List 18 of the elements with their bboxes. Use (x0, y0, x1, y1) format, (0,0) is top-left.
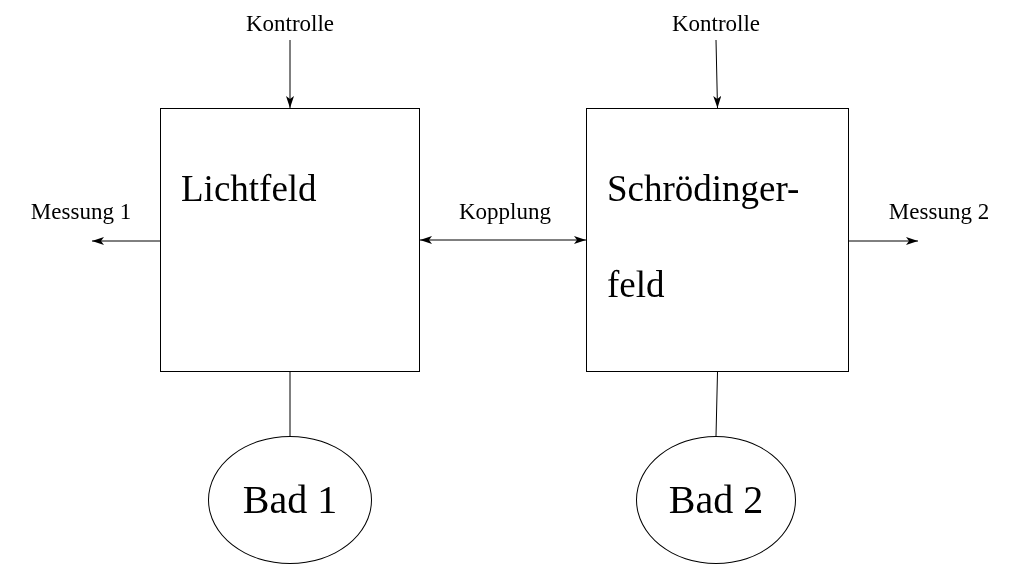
process-box (160, 108, 420, 372)
edge-label: Messung 2 (888, 198, 990, 226)
arrow (419, 236, 587, 244)
process-box (586, 108, 849, 372)
arrow (91, 237, 161, 245)
box-title: Schrödinger- feld (607, 167, 801, 307)
node-label: Kontrolle (230, 8, 350, 40)
connector-line (715, 371, 718, 437)
node-label: Kontrolle (656, 8, 776, 40)
edge-label: Kopplung (459, 198, 551, 226)
arrow (286, 39, 294, 109)
arrow (848, 237, 919, 245)
connector-line (289, 371, 291, 437)
ellipse-label: Bad 2 (668, 476, 764, 524)
edge-label: Messung 1 (30, 198, 132, 226)
ellipse-label: Bad 1 (242, 476, 338, 524)
arrow (713, 39, 722, 109)
box-title: Lichtfeld (181, 167, 318, 211)
